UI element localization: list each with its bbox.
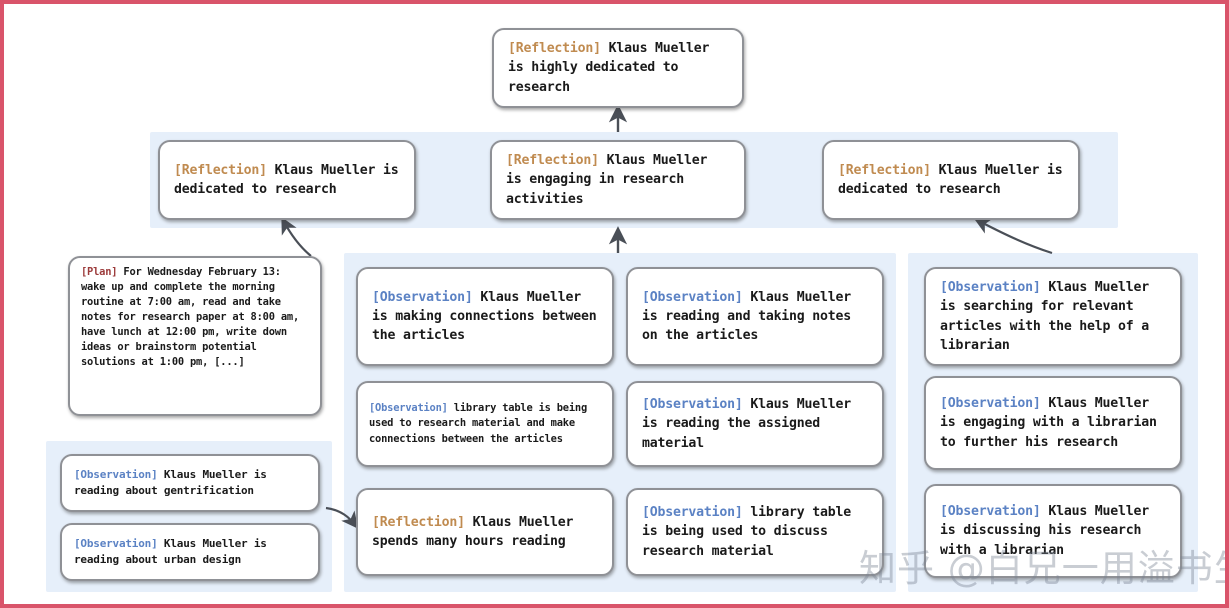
node-text: Klaus Mueller is reading about gentrific… <box>74 468 267 497</box>
node-text: Klaus Mueller spends many hours reading <box>372 514 574 549</box>
tag-reflection: [Reflection] <box>506 153 599 169</box>
node-obs-engaging-librarian[interactable]: [Observation] Klaus Mueller is engaging … <box>924 376 1182 470</box>
node-text: Klaus Mueller is engaging in research ac… <box>506 153 708 207</box>
node-obs-discussing-research[interactable]: [Observation] Klaus Mueller is discussin… <box>924 484 1182 578</box>
node-obs-taking-notes[interactable]: [Observation] Klaus Mueller is reading a… <box>626 267 884 366</box>
node-text: Klaus Mueller is reading and taking note… <box>642 289 851 344</box>
node-obs-left-urban-design[interactable]: [Observation] Klaus Mueller is reading a… <box>60 523 320 581</box>
node-text: Klaus Mueller is discussing his research… <box>940 504 1149 558</box>
node-text: Klaus Mueller is dedicated to research <box>838 162 1063 197</box>
tag-observation: [Observation] <box>940 280 1041 296</box>
tag-observation: [Observation] <box>642 397 743 413</box>
tag-observation: [Observation] <box>642 289 743 305</box>
node-obs-assigned-material[interactable]: [Observation] Klaus Mueller is reading t… <box>626 381 884 467</box>
node-text: Klaus Mueller is dedicated to research <box>174 162 399 197</box>
node-text: Klaus Mueller is reading about urban des… <box>74 537 267 566</box>
tag-observation: [Observation] <box>369 402 448 415</box>
node-text: library table is being used to discuss r… <box>642 505 851 559</box>
node-text: library table is being used to research … <box>369 402 588 445</box>
tag-reflection: [Reflection] <box>372 514 465 530</box>
node-text: Klaus Mueller is making connections betw… <box>372 289 597 344</box>
node-obs-searching-articles[interactable]: [Observation] Klaus Mueller is searching… <box>924 267 1182 366</box>
node-plan-left[interactable]: [Plan] For Wednesday February 13: wake u… <box>68 256 322 416</box>
node-text: For Wednesday February 13: wake up and c… <box>81 266 300 369</box>
watermark: 知乎 @白兄一用溢书生 <box>859 547 1229 590</box>
node-text: Klaus Mueller is searching for relevant … <box>940 280 1149 353</box>
node-text: Klaus Mueller is reading the assigned ma… <box>642 397 851 451</box>
tag-observation: [Observation] <box>74 468 158 482</box>
node-reflection-mid[interactable]: [Reflection] Klaus Mueller is engaging i… <box>490 140 746 220</box>
tag-reflection: [Reflection] <box>838 162 931 178</box>
tag-observation: [Observation] <box>940 504 1041 520</box>
tag-observation: [Observation] <box>372 289 473 305</box>
tag-observation: [Observation] <box>940 396 1041 412</box>
node-reflection-left[interactable]: [Reflection] Klaus Mueller is dedicated … <box>158 140 416 220</box>
node-root-reflection[interactable]: [Reflection] Klaus Mueller is highly ded… <box>492 28 744 108</box>
node-obs-connections[interactable]: [Observation] Klaus Mueller is making co… <box>356 267 614 366</box>
tag-reflection: [Reflection] <box>508 41 601 57</box>
node-text: Klaus Mueller is engaging with a librari… <box>940 396 1157 450</box>
node-text: Klaus Mueller is highly dedicated to res… <box>508 41 710 95</box>
tag-reflection: [Reflection] <box>174 162 267 178</box>
node-obs-library-table-connections[interactable]: [Observation] library table is being use… <box>356 381 614 467</box>
node-reflection-right[interactable]: [Reflection] Klaus Mueller is dedicated … <box>822 140 1080 220</box>
node-reflection-hours-reading[interactable]: [Reflection] Klaus Mueller spends many h… <box>356 488 614 576</box>
node-obs-left-gentrification[interactable]: [Observation] Klaus Mueller is reading a… <box>60 454 320 512</box>
tag-observation: [Observation] <box>642 505 743 521</box>
node-obs-discuss-material[interactable]: [Observation] library table is being use… <box>626 488 884 576</box>
tag-observation: [Observation] <box>74 537 158 551</box>
tag-plan: [Plan] <box>81 266 118 278</box>
